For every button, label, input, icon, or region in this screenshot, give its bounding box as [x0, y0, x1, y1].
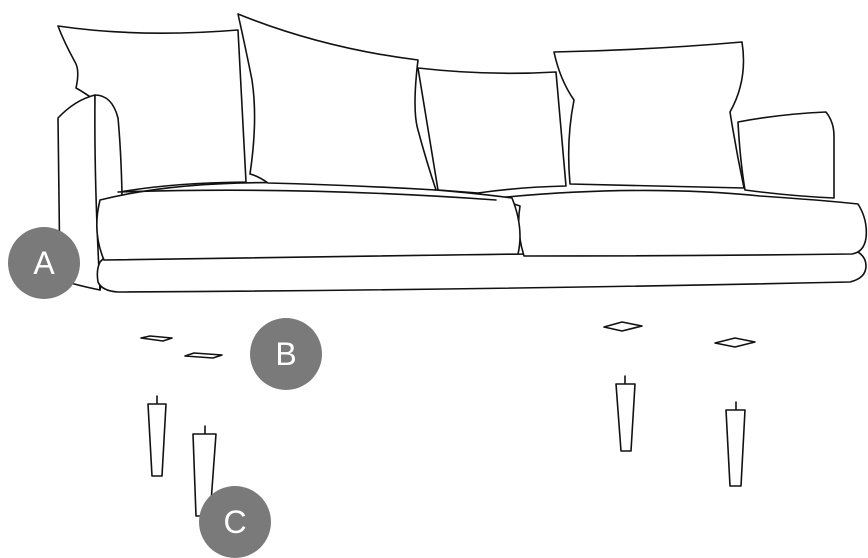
sofa-leg-3 [616, 376, 635, 451]
leg-mounting-plates [141, 322, 755, 358]
mounting-plate-right-1 [604, 322, 642, 331]
sofa-leg-4 [726, 402, 745, 486]
label-c-text: C [223, 506, 246, 538]
back-cushion-right [738, 112, 834, 198]
sofa-seat-cushions [97, 183, 867, 260]
sofa-leg-1 [148, 396, 166, 476]
mounting-plate-right-2 [715, 338, 755, 347]
seat-cushion-right [496, 190, 866, 256]
back-cushion-center [418, 68, 566, 193]
label-c-badge: C [199, 486, 271, 558]
label-a-text: A [33, 247, 54, 279]
label-a-badge: A [8, 227, 80, 299]
mounting-plate-left-1 [141, 336, 172, 341]
mounting-plate-left-2 [185, 353, 222, 358]
seat-cushion-left [97, 183, 520, 260]
throw-pillow-right [554, 42, 744, 188]
label-b-badge: B [250, 318, 322, 390]
label-b-text: B [275, 338, 296, 370]
throw-pillow-left [238, 14, 436, 190]
